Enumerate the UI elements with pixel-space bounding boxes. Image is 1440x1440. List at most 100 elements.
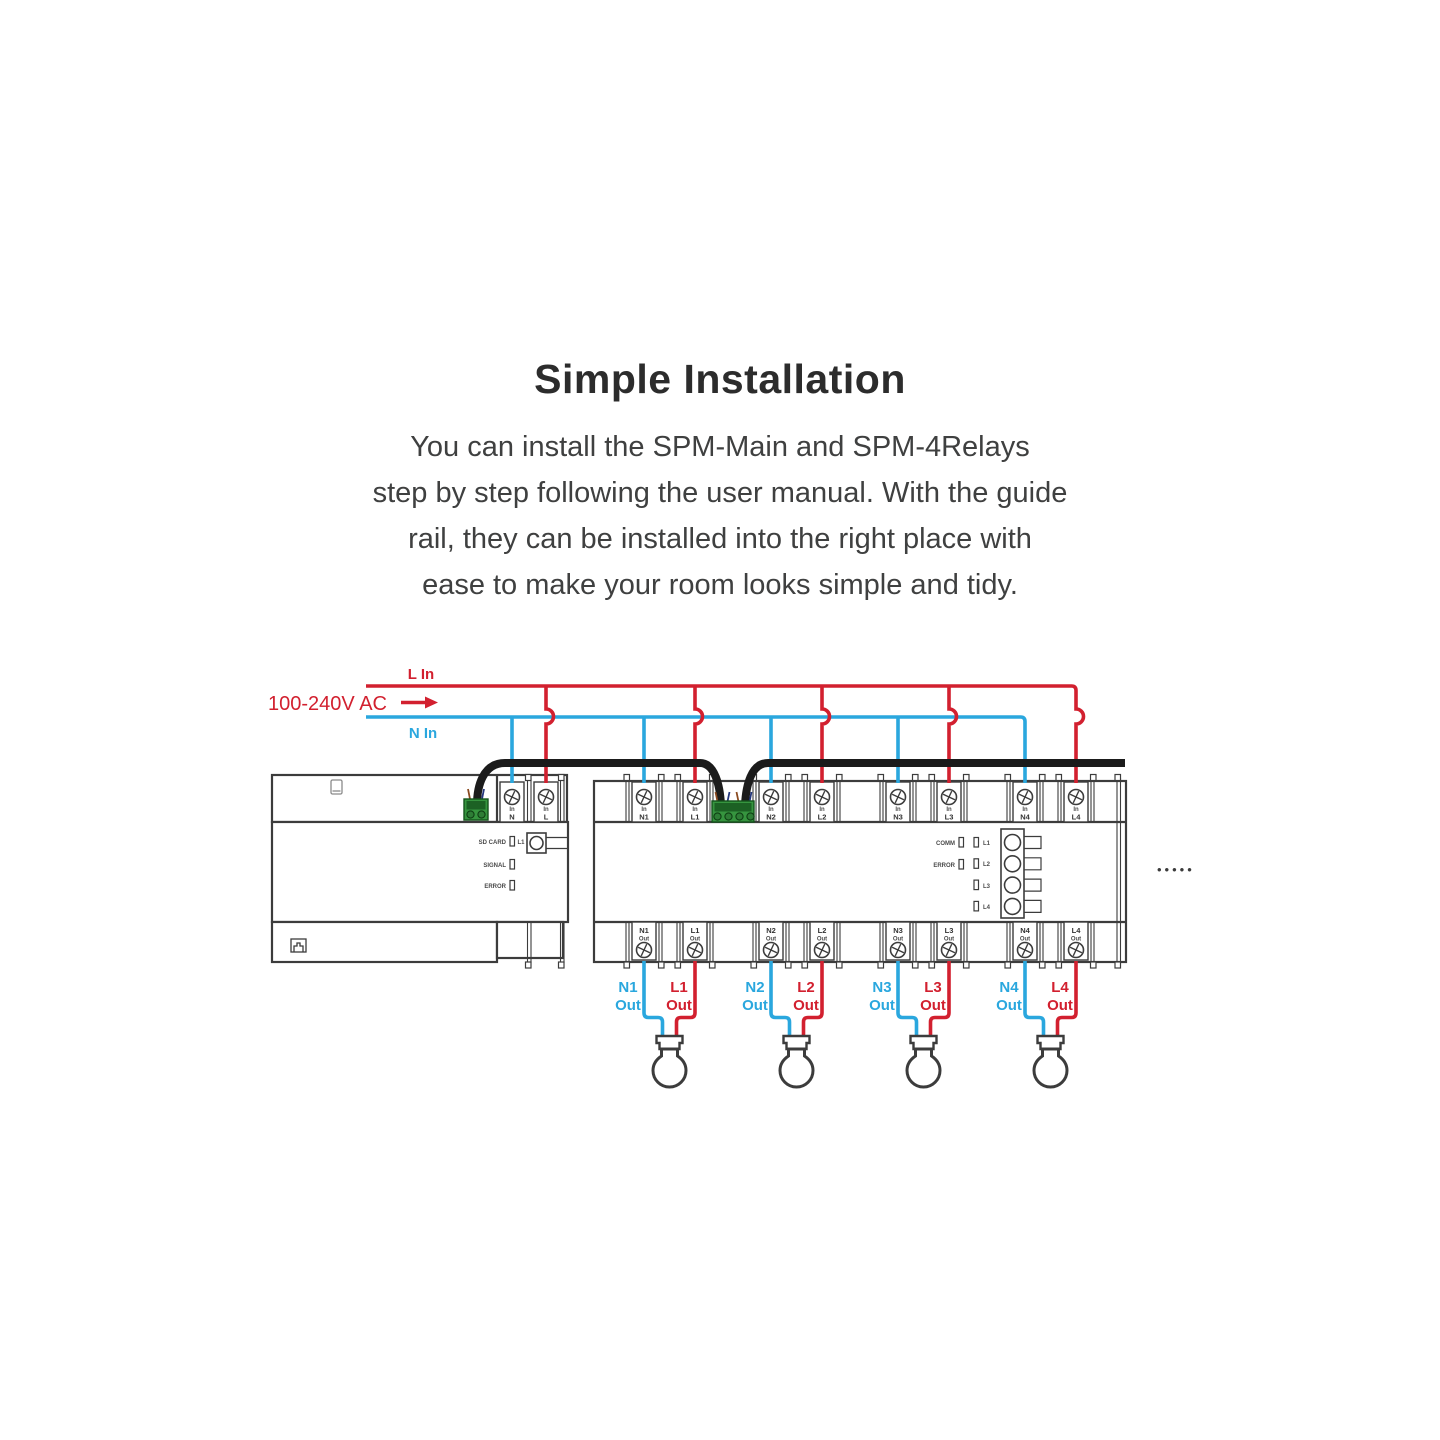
svg-text:Out: Out — [817, 937, 827, 943]
signal-led-label: SIGNAL — [483, 863, 506, 869]
terminal-in-l[interactable]: In L — [533, 781, 559, 823]
light-bulb-icon — [1032, 1034, 1069, 1089]
spm-relays-right-rail — [1114, 773, 1122, 969]
spm-relays-body — [592, 779, 1128, 964]
channel-l2-led — [973, 858, 980, 869]
terminal-out-n4[interactable]: N4 Out — [1004, 921, 1046, 969]
svg-text:In: In — [692, 807, 698, 813]
neutral-bus-wires — [366, 715, 1027, 783]
terminal-in-n1[interactable]: In N1 — [623, 773, 665, 823]
svg-text:L3: L3 — [945, 813, 954, 822]
svg-text:In: In — [895, 807, 901, 813]
terminal-out-l2[interactable]: L2 Out — [801, 921, 843, 969]
terminal-out-l4[interactable]: L4 Out — [1055, 921, 1097, 969]
svg-text:L2: L2 — [818, 813, 827, 822]
svg-text:Out: Out — [944, 937, 954, 943]
svg-text:Out: Out — [1047, 997, 1073, 1014]
svg-text:N: N — [509, 813, 514, 822]
svg-text:L1: L1 — [691, 813, 700, 822]
svg-text:Out: Out — [766, 937, 776, 943]
intro-line-3: rail, they can be installed into the rig… — [408, 523, 1032, 555]
n3-out-label: N3 — [872, 979, 891, 996]
channel-l4-label: L4 — [983, 905, 991, 911]
voltage-label: 100-240V AC — [268, 693, 387, 715]
svg-text:Out: Out — [996, 997, 1022, 1014]
flow-arrow-icon — [401, 696, 438, 709]
channel-l1-label: L1 — [983, 841, 991, 847]
n4-out-label: N4 — [999, 979, 1019, 996]
svg-text:In: In — [1073, 807, 1079, 813]
error-led-label: ERROR — [484, 884, 506, 890]
terminal-in-l3[interactable]: In L3 — [928, 773, 970, 823]
error-led — [509, 879, 516, 891]
terminal-out-n1[interactable]: N1 Out — [623, 921, 665, 969]
svg-text:Out: Out — [869, 997, 895, 1014]
terminal-in-n[interactable]: In N — [499, 781, 525, 823]
svg-text:L: L — [544, 813, 549, 822]
svg-text:In: In — [1022, 807, 1028, 813]
spm-main-din-rails — [524, 773, 565, 969]
channel-button-1[interactable] — [1003, 833, 1022, 852]
intro-line-4: ease to make your room looks simple and … — [422, 569, 1018, 601]
svg-text:In: In — [543, 807, 549, 813]
light-bulb-icon — [651, 1034, 688, 1089]
channel-l2-label: L2 — [983, 862, 991, 868]
channel-button-2[interactable] — [1003, 854, 1022, 873]
channel-l4-led — [973, 900, 980, 912]
svg-text:L2: L2 — [818, 926, 827, 935]
n-in-label: N In — [409, 725, 437, 742]
svg-text:Out: Out — [893, 937, 903, 943]
spm-relays-led-panel: COMM ERROR L1 L2 L3 L4 — [933, 828, 1042, 919]
svg-text:L4: L4 — [1072, 813, 1082, 822]
channel-buttons-frame — [1000, 828, 1025, 919]
page-title: Simple Installation — [534, 356, 906, 402]
terminal-out-n2[interactable]: N2 Out — [750, 921, 792, 969]
n2-out-label: N2 — [745, 979, 764, 996]
more-devices-ellipsis: ••••• — [1157, 862, 1195, 877]
channel-l1-led — [973, 836, 980, 848]
svg-text:L1: L1 — [691, 926, 700, 935]
comm-led — [958, 836, 965, 848]
relay-bus-connector[interactable] — [711, 791, 755, 823]
sd-card-led-label: SD CARD — [479, 840, 507, 846]
svg-text:In: In — [768, 807, 774, 813]
n1-out-label: N1 — [618, 979, 637, 996]
comm-led-label: COMM — [936, 841, 955, 847]
pairing-button[interactable] — [529, 835, 544, 851]
signal-led — [509, 858, 516, 870]
main-bus-connector[interactable] — [463, 788, 489, 821]
intro-line-1: You can install the SPM-Main and SPM-4Re… — [410, 431, 1030, 463]
terminal-in-l2[interactable]: In L2 — [801, 773, 843, 823]
svg-text:Out: Out — [793, 997, 819, 1014]
svg-text:Out: Out — [615, 997, 641, 1014]
l-in-label: L In — [408, 666, 434, 683]
channel-button-3[interactable] — [1003, 876, 1022, 894]
live-bus-wires — [366, 684, 1086, 783]
svg-text:In: In — [641, 807, 647, 813]
svg-text:L3: L3 — [945, 926, 954, 935]
svg-text:N4: N4 — [1020, 813, 1030, 822]
channel-l3-label: L3 — [983, 884, 991, 890]
light-bulb-icon — [905, 1034, 942, 1089]
svg-text:N3: N3 — [893, 813, 903, 822]
channel-button-4[interactable] — [1003, 897, 1022, 916]
l4-out-label: L4 — [1051, 979, 1069, 996]
sd-card-led — [509, 835, 516, 847]
terminal-out-n3[interactable]: N3 Out — [877, 921, 919, 969]
intro-paragraph: You can install the SPM-Main and SPM-4Re… — [0, 424, 1440, 608]
terminal-out-l1[interactable]: L1 Out — [674, 921, 716, 969]
relay-error-led-label: ERROR — [933, 863, 955, 869]
svg-text:L4: L4 — [1072, 926, 1082, 935]
l2-out-label: L2 — [797, 979, 815, 996]
intro-line-2: step by step following the user manual. … — [372, 477, 1068, 509]
svg-text:Out: Out — [742, 997, 768, 1014]
channel-button-tabs — [1024, 835, 1042, 913]
terminal-in-n4[interactable]: In N4 — [1004, 773, 1046, 823]
output-circuit-3: N3 Out L3 Out — [869, 961, 951, 1089]
wiring-diagram: SD CARD L1 SIGNAL ERROR COMM — [268, 666, 1195, 1089]
spm-main-led-panel: SD CARD L1 SIGNAL ERROR — [479, 832, 568, 891]
terminal-out-l3[interactable]: L3 Out — [928, 921, 970, 969]
svg-text:N2: N2 — [766, 926, 776, 935]
svg-text:N4: N4 — [1020, 926, 1030, 935]
